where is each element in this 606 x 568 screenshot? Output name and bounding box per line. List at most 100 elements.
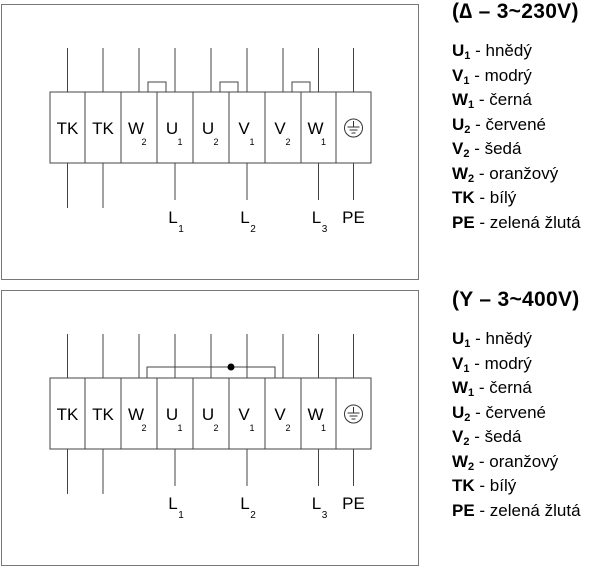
bottom-label-subscript: 1 bbox=[178, 224, 184, 235]
legend-code-subscript: 1 bbox=[464, 50, 471, 62]
legend-title-star: (Y – 3~400V) bbox=[452, 288, 580, 311]
earth-icon bbox=[344, 404, 363, 424]
delta-legend-row: PE - zelená žlutá bbox=[452, 211, 581, 236]
legend-code-subscript: 2 bbox=[468, 460, 475, 473]
bottom-label-pe: PE bbox=[342, 494, 365, 513]
star-legend-row: W1 - černá bbox=[452, 376, 581, 401]
legend-code: V2 bbox=[452, 139, 469, 160]
terminal-label-w2: W bbox=[128, 405, 144, 424]
bottom-label-subscript: 3 bbox=[322, 224, 328, 235]
earth-icon bbox=[344, 118, 363, 138]
legend-color-text: - černá bbox=[474, 378, 532, 397]
legend-code-letter: V bbox=[452, 139, 464, 158]
terminal-subscript: 1 bbox=[177, 137, 182, 147]
terminal-subscript: 1 bbox=[177, 423, 182, 433]
legend-code-letter: V bbox=[452, 427, 464, 446]
legend-code: U2 bbox=[452, 402, 471, 424]
legend-code-letter: U bbox=[452, 329, 465, 348]
legend-code: U2 bbox=[452, 114, 471, 136]
legend-color-text: - modrý bbox=[469, 65, 532, 85]
legend-code-subscript: 2 bbox=[464, 123, 471, 136]
terminal-label-u2: U bbox=[202, 405, 214, 424]
legend-code-letter: PE bbox=[452, 500, 475, 520]
terminal-label-u1: U bbox=[166, 405, 178, 424]
legend-title-delta: (∆ – 3~230V) bbox=[452, 0, 579, 23]
terminal-subscript: 2 bbox=[285, 423, 290, 433]
legend-code-letter: W bbox=[452, 90, 469, 109]
legend-code: U1 bbox=[452, 329, 471, 350]
star-legend-row: TK - bílý bbox=[452, 474, 581, 499]
legend-color-text: - zelená žlutá bbox=[474, 212, 581, 232]
legend-code: W1 bbox=[452, 90, 474, 111]
star-legend-row: U1 - hnědý bbox=[452, 327, 581, 352]
terminal-label-u2: U bbox=[202, 119, 214, 138]
legend-code-letter: V bbox=[452, 353, 464, 373]
delta-legend-row: U2 - červené bbox=[452, 113, 581, 138]
star-point-dot bbox=[227, 363, 235, 371]
legend-code: V1 bbox=[452, 66, 470, 87]
legend-color-text: - hnědý bbox=[470, 329, 532, 348]
terminal-subscript: 2 bbox=[141, 423, 146, 433]
terminal-label-w1: W bbox=[307, 119, 323, 138]
legend-code-letter: W bbox=[452, 451, 469, 471]
star-legend-row: PE - zelená žlutá bbox=[452, 499, 581, 524]
delta-legend-row: TK - bílý bbox=[452, 186, 581, 211]
legend-code-letter: TK bbox=[452, 188, 475, 207]
legend-code: TK bbox=[452, 188, 475, 207]
legend-code-subscript: 1 bbox=[468, 387, 475, 399]
legend-code-subscript: 2 bbox=[464, 411, 471, 424]
legend-color-text: - bílý bbox=[474, 188, 517, 207]
legend-code-letter: U bbox=[452, 114, 465, 134]
legend-code: U1 bbox=[452, 41, 471, 62]
bottom-label-subscript: 2 bbox=[250, 224, 256, 235]
legend-color-text: - bílý bbox=[474, 476, 517, 495]
terminal-subscript: 1 bbox=[321, 137, 326, 147]
star-legend-row: W2 - oranžový bbox=[452, 450, 581, 475]
delta-bridge-link bbox=[219, 81, 239, 93]
star-legend-row: U2 - červené bbox=[452, 401, 581, 426]
legend-code-subscript: 1 bbox=[463, 74, 470, 87]
legend-code: V2 bbox=[452, 427, 470, 448]
delta-bridge-link bbox=[291, 81, 311, 93]
legend-code-letter: U bbox=[452, 402, 465, 422]
delta-legend-row: V1 - modrý bbox=[452, 64, 581, 89]
legend-color-text: - oranžový bbox=[474, 451, 559, 471]
legend-color-text: - černá bbox=[474, 90, 532, 109]
terminal-label-v2: V bbox=[274, 119, 286, 138]
terminal-block bbox=[49, 377, 372, 450]
legend-color-text: - zelená žlutá bbox=[474, 500, 581, 520]
legend-code-letter: U bbox=[452, 41, 465, 60]
bottom-label-l2: L bbox=[240, 208, 249, 227]
terminal-label-v1: V bbox=[238, 405, 250, 424]
terminal-label-w2: W bbox=[128, 119, 144, 138]
terminal-label-tk: TK bbox=[92, 119, 114, 138]
legend-code: W1 bbox=[452, 378, 475, 399]
legend-code: PE bbox=[452, 501, 475, 520]
star-legend-row: V2 - šedá bbox=[452, 425, 581, 450]
legend-code: W2 bbox=[452, 163, 474, 185]
bottom-label-subscript: 2 bbox=[250, 510, 256, 521]
bottom-label-l3: L bbox=[312, 494, 321, 513]
bottom-label-l1: L bbox=[168, 208, 177, 227]
terminal-block bbox=[49, 91, 372, 164]
delta-legend-row: V2 - šedá bbox=[452, 137, 581, 162]
legend-code: V1 bbox=[452, 353, 470, 375]
legend-color-text: - hnědý bbox=[470, 41, 532, 60]
terminal-label-v2: V bbox=[274, 405, 286, 424]
diagram-frame-star bbox=[1, 290, 419, 566]
terminal-subscript: 1 bbox=[321, 423, 326, 433]
legend-code-letter: W bbox=[452, 163, 469, 183]
legend-code-subscript: 1 bbox=[463, 362, 470, 375]
legend-code-subscript: 2 bbox=[463, 436, 470, 448]
star-legend-row: V1 - modrý bbox=[452, 352, 581, 377]
legend-code-letter: PE bbox=[452, 212, 475, 232]
bottom-label-l2: L bbox=[240, 494, 249, 513]
legend-color-text: - červené bbox=[470, 402, 546, 422]
legend-code-subscript: 1 bbox=[464, 338, 471, 350]
terminal-label-tk: TK bbox=[57, 119, 79, 138]
legend-color-text: - šedá bbox=[469, 427, 522, 446]
